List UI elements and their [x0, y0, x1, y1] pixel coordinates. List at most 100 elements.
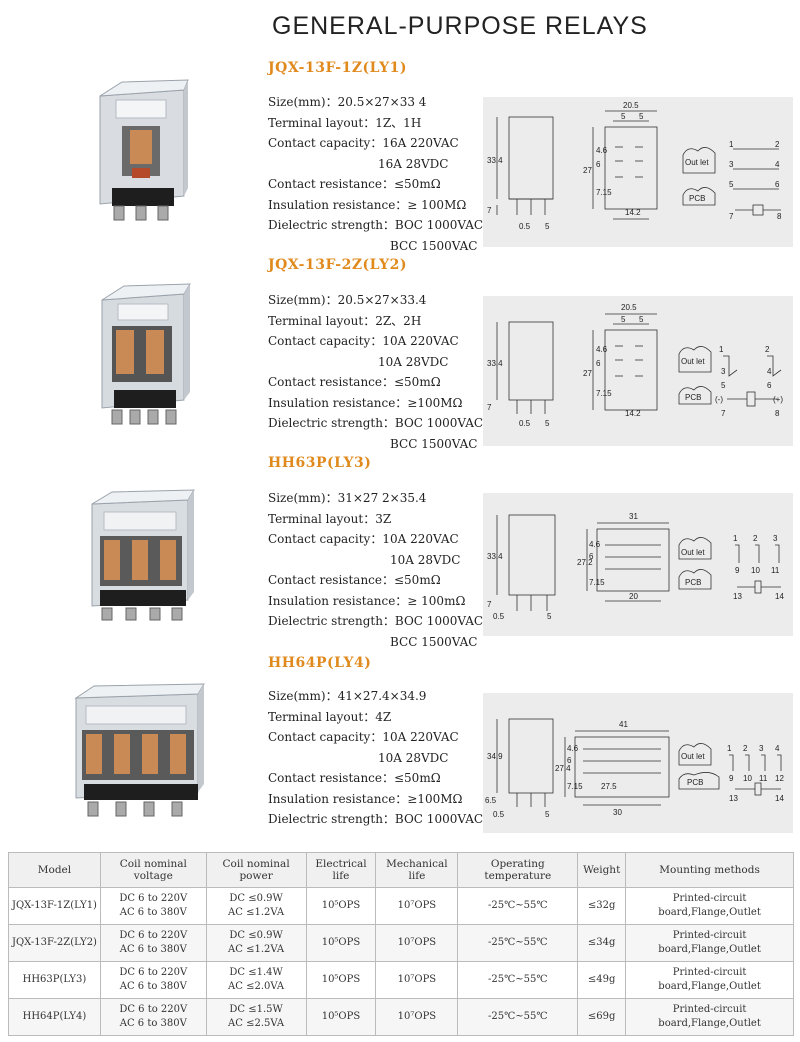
cell-weight: ≤32g — [577, 887, 627, 925]
power-ac: AC ≤2.5VA — [228, 1018, 285, 1029]
spec-capacity-dc: 10A 28VDC — [378, 750, 449, 765]
spec-insulation: Insulation resistance：≥ 100MΩ — [268, 197, 467, 212]
dim-d: 14.2 — [625, 208, 641, 217]
dim-d: 30 — [613, 808, 622, 817]
outlet-label: Out let — [685, 158, 709, 167]
pin-label: 3 — [729, 160, 734, 169]
dim-pitch-a: 5 — [621, 315, 626, 324]
relay-photo-ly4 — [70, 682, 210, 832]
cell-temperature: -25℃~55℃ — [457, 961, 579, 999]
dim-pin: 7 — [487, 403, 492, 412]
power-ac: AC ≤2.0VA — [228, 981, 285, 992]
pin-label: 12 — [775, 774, 784, 783]
spec-list: Size(mm)：20.5×27×33 4 Terminal layout：1Z… — [268, 92, 483, 256]
dim-height: 34.9 — [487, 752, 503, 761]
outlet-label: Out let — [681, 357, 705, 366]
power-ac: AC ≤1.2VA — [228, 944, 285, 955]
spec-size: Size(mm)：20.5×27×33 4 — [268, 95, 427, 109]
pcb-label: PCB — [689, 194, 705, 203]
dim-f: 5 — [547, 612, 552, 621]
spec-size: Size(mm)：31×27 2×35.4 — [268, 491, 427, 505]
voltage-ac: AC 6 to 380V — [119, 981, 187, 992]
spec-resistance: Contact resistance：≤50mΩ — [268, 375, 441, 389]
spec-resistance: Contact resistance：≤50mΩ — [268, 771, 441, 785]
header-electrical-life: Electrical life — [305, 852, 377, 888]
spec-resistance: Contact resistance：≤50mΩ — [268, 177, 441, 191]
pin-label: 2 — [753, 534, 758, 543]
pin-label: 3 — [759, 744, 764, 753]
dim-e: 0.5 — [493, 810, 505, 819]
dim-pitch-a: 5 — [621, 112, 626, 121]
pin-label: 2 — [765, 345, 770, 354]
cell-mechanical-life: 10⁷OPS — [375, 887, 459, 925]
cell-electrical-life: 10⁵OPS — [305, 961, 377, 999]
cell-mounting: Printed-circuit board,Flange,Outlet — [625, 924, 794, 962]
spec-list: Size(mm)：31×27 2×35.4 Terminal layout：3Z… — [268, 488, 483, 652]
pin-label: (-) — [715, 395, 723, 404]
power-dc: DC ≤0.9W — [229, 930, 283, 941]
dim-side: 27 — [583, 166, 592, 175]
section-title: HH64P(LY4) — [268, 655, 372, 671]
spec-capacity-dc: 10A 28VDC — [378, 354, 449, 369]
table-header-row: Model Coil nominal voltage Coil nominal … — [8, 852, 794, 888]
voltage-ac: AC 6 to 380V — [119, 1018, 187, 1029]
spec-insulation: Insulation resistance：≥ 100mΩ — [268, 593, 466, 608]
pin-label: 1 — [729, 140, 734, 149]
dim-d: 20 — [629, 592, 638, 601]
dim-f: 5 — [545, 222, 550, 231]
pin-label: 1 — [719, 345, 724, 354]
dim-side: 27.2 — [577, 558, 593, 567]
pin-label: 11 — [771, 566, 780, 575]
dim-b: 6 — [596, 359, 601, 368]
pcb-label: PCB — [685, 393, 701, 402]
cell-mechanical-life: 10⁷OPS — [375, 998, 459, 1036]
spec-capacity: Contact capacity：10A 220VAC — [268, 334, 459, 348]
pin-label: 13 — [729, 794, 738, 803]
spec-dielectric-bcc: BCC 1500VAC — [390, 436, 478, 451]
dimension-diagram-ly3: 31 33.4 7 27.2 7.15 6 4.6 20 0.5 5 Out l… — [483, 493, 793, 636]
dim-pin: 7 — [487, 206, 492, 215]
dim-e: 0.5 — [519, 222, 531, 231]
dim-b: 6 — [567, 756, 572, 765]
dimension-diagram-ly1: 20.5 5 5 33.4 7 27 7.15 6 4.6 14.2 0.5 5… — [483, 97, 793, 247]
dim-g: 27.5 — [601, 782, 617, 791]
dim-side: 27 — [583, 369, 592, 378]
header-model: Model — [8, 852, 101, 888]
dim-height: 33.4 — [487, 552, 503, 561]
cell-mounting: Printed-circuit board,Flange,Outlet — [625, 961, 794, 999]
spec-list: Size(mm)：20.5×27×33.4 Terminal layout：2Z… — [268, 290, 483, 454]
cell-electrical-life: 10⁵OPS — [305, 887, 377, 925]
pcb-label: PCB — [687, 778, 703, 787]
dim-pitch-b: 5 — [639, 315, 644, 324]
pin-label: 14 — [775, 794, 784, 803]
pin-label: 14 — [775, 592, 784, 601]
cell-mounting: Printed-circuit board,Flange,Outlet — [625, 887, 794, 925]
pin-label: 5 — [729, 180, 734, 189]
pin-label: 4 — [775, 744, 780, 753]
dim-height: 33.4 — [487, 359, 503, 368]
header-temperature: Operating temperature — [457, 852, 579, 888]
pin-label: 1 — [733, 534, 738, 543]
pin-label: 7 — [729, 212, 734, 221]
cell-temperature: -25℃~55℃ — [457, 998, 579, 1036]
pin-label: 2 — [775, 140, 780, 149]
pin-label: 9 — [729, 774, 734, 783]
dim-a: 7.15 — [596, 188, 612, 197]
header-mechanical-life: Mechanical life — [375, 852, 459, 888]
dim-d: 14.2 — [625, 409, 641, 418]
pin-label: 5 — [721, 381, 726, 390]
pin-label: 1 — [727, 744, 732, 753]
dim-e: 0.5 — [493, 612, 505, 621]
voltage-dc: DC 6 to 220V — [119, 893, 188, 904]
spec-size: Size(mm)：20.5×27×33.4 — [268, 293, 427, 307]
spec-capacity-dc: 10A 28VDC — [390, 552, 461, 567]
